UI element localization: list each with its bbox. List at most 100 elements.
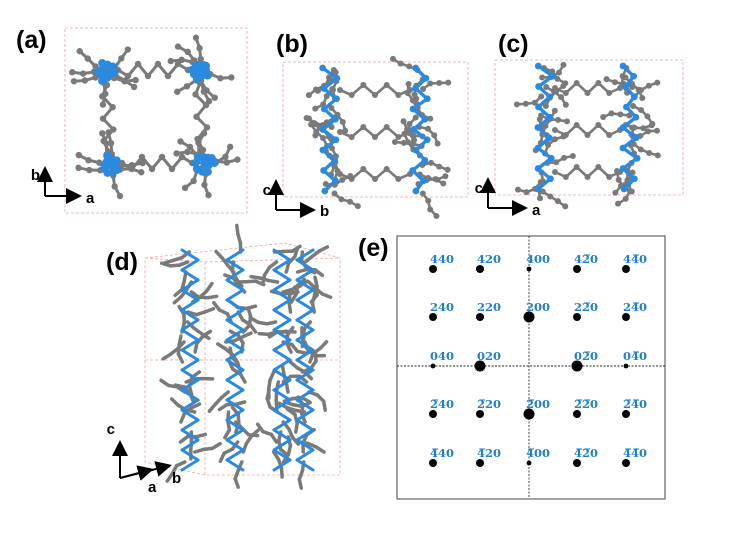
bond (180, 278, 200, 292)
unit-cell-outline (282, 61, 469, 198)
atom (234, 156, 241, 163)
atom (124, 72, 132, 80)
atom (201, 181, 208, 189)
atom (543, 84, 550, 90)
bond (272, 458, 292, 472)
hkl-label: 040 (430, 349, 454, 363)
hkl-label: 4̅40 (430, 446, 454, 460)
atom (405, 81, 412, 88)
atom (184, 148, 191, 156)
bond (225, 348, 245, 362)
atom (109, 103, 116, 111)
atom (409, 167, 417, 174)
atom (321, 187, 329, 195)
atom (611, 79, 618, 86)
bond (180, 458, 200, 472)
diffraction-spot (523, 408, 535, 420)
atom (584, 174, 591, 180)
axes-indicator-b: c b (263, 179, 329, 220)
atom (397, 60, 404, 67)
bond (180, 328, 200, 342)
atom (305, 115, 312, 122)
atom (531, 99, 538, 106)
bond (206, 294, 219, 300)
bond (225, 418, 245, 432)
atom (217, 75, 224, 82)
atom (595, 80, 602, 86)
bond (295, 318, 315, 332)
atom (305, 92, 312, 99)
atom (630, 175, 638, 183)
bond (272, 298, 292, 312)
bond (272, 348, 292, 362)
bond (313, 283, 318, 297)
atom (401, 130, 408, 137)
atom (86, 166, 93, 174)
atom (103, 140, 110, 147)
atom (539, 74, 546, 81)
atom (190, 177, 197, 185)
atom (111, 183, 118, 190)
bond (159, 261, 173, 268)
atom (560, 83, 567, 90)
diffraction-spot (476, 313, 484, 321)
axis-label-a: a (86, 190, 95, 207)
atom (118, 55, 125, 62)
atom (545, 134, 553, 142)
bond (272, 388, 292, 402)
diffraction-spot (476, 410, 484, 418)
atom (312, 105, 319, 112)
axis-label-b: b (31, 167, 40, 184)
hkl-label: 2̅20 (477, 397, 501, 411)
atom (562, 174, 569, 180)
panel-label-b: (b) (276, 30, 308, 58)
atom (332, 136, 340, 144)
atom (412, 64, 420, 72)
bond (317, 245, 330, 253)
bond (314, 445, 326, 454)
atom (534, 62, 542, 70)
atom (391, 138, 398, 145)
atom (615, 200, 622, 207)
atom (85, 157, 92, 164)
atom (196, 44, 203, 52)
bond (205, 281, 214, 293)
diffraction-spot (429, 313, 437, 321)
diffraction-spot (474, 360, 486, 372)
atom (186, 143, 194, 151)
atom (148, 165, 156, 173)
bond (320, 292, 333, 300)
atom (102, 90, 109, 98)
atom (553, 88, 560, 95)
atom (121, 77, 129, 84)
atom (105, 129, 112, 136)
atom (124, 46, 132, 53)
atom (442, 173, 449, 180)
atom (584, 132, 591, 138)
bond (295, 418, 315, 432)
atom (629, 84, 636, 90)
diffraction-spot (571, 360, 583, 372)
atom (331, 190, 338, 197)
bond (257, 331, 270, 337)
atom (168, 165, 176, 173)
diffraction-spot (573, 459, 581, 467)
bond (180, 338, 200, 352)
bond (295, 288, 315, 302)
atom (551, 136, 558, 143)
atom (569, 153, 576, 160)
bond (295, 328, 315, 342)
hkl-label: 42̅0 (574, 252, 598, 266)
atom (547, 175, 554, 183)
atom (542, 123, 549, 130)
bond (207, 402, 217, 414)
atom (427, 80, 434, 87)
atom (319, 126, 327, 133)
atom (535, 103, 542, 111)
bond (225, 328, 245, 342)
atom (573, 122, 580, 128)
atom (534, 144, 542, 152)
atom (389, 55, 396, 62)
atom (420, 177, 427, 185)
atom (331, 156, 339, 164)
